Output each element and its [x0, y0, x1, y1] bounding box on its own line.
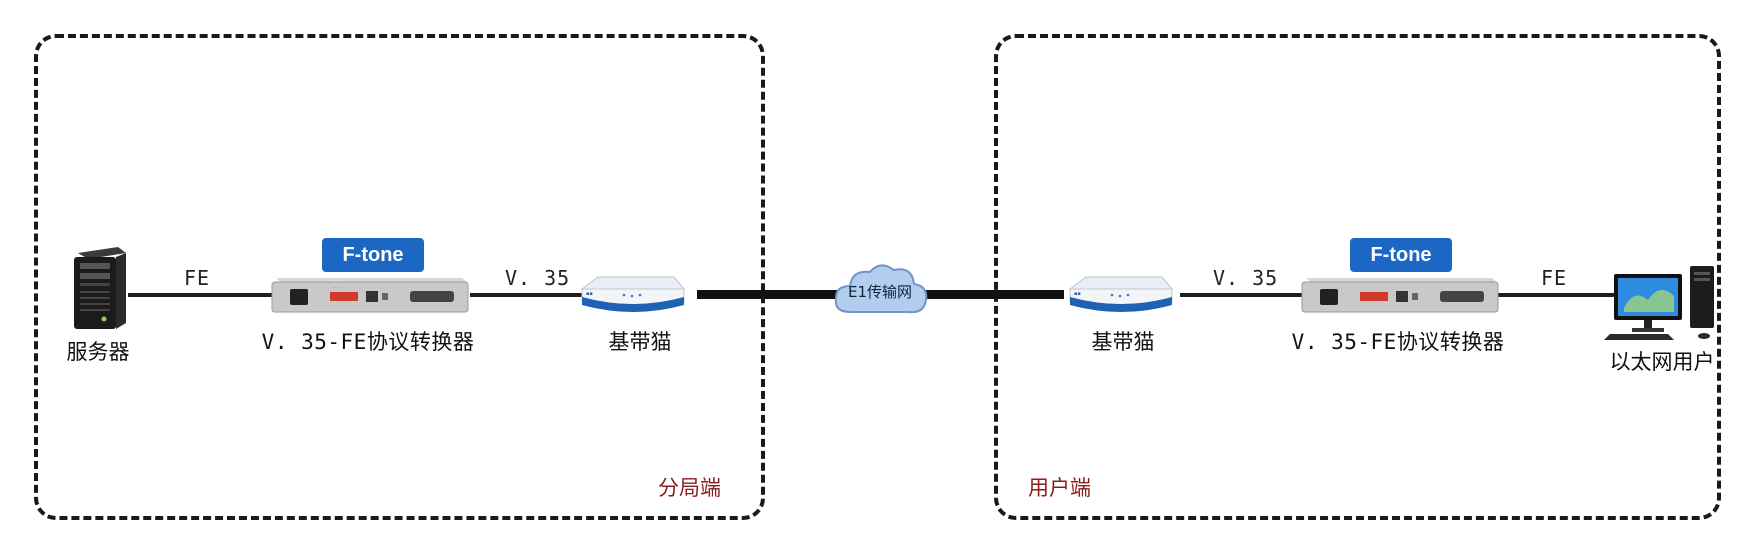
modem-right-label: 基带猫: [1091, 330, 1155, 354]
link-converter-modem: [470, 293, 582, 297]
branch-zone: 分局端: [34, 34, 765, 520]
e1-network-cloud: E1传输网: [828, 256, 932, 326]
link-cloud-modem: [924, 290, 1064, 299]
protocol-converter-right: [1301, 278, 1499, 313]
link-label-v35-left: V. 35: [505, 266, 571, 290]
svg-text:▪▪: ▪▪: [1074, 291, 1081, 297]
user-zone: 用户端: [994, 34, 1721, 520]
e1-network-label: E1传输网: [847, 282, 913, 301]
link-label-v35-right: V. 35: [1213, 266, 1279, 290]
converter-left-label: V. 35-FE协议转换器: [261, 330, 475, 354]
link-converter-pc: [1498, 293, 1616, 297]
svg-text:· · · ·: · · · ·: [332, 285, 341, 290]
baseband-modem-right: ▪▪: [1068, 276, 1174, 312]
server-tower-icon: [74, 247, 126, 329]
converter-right-label: V. 35-FE协议转换器: [1291, 330, 1505, 354]
branch-zone-label: 分局端: [658, 476, 721, 500]
user-pc-label: 以太网用户: [1609, 350, 1715, 374]
cloud-icon: [834, 264, 928, 314]
link-modem-converter: [1180, 293, 1302, 297]
user-zone-label: 用户端: [1028, 476, 1091, 500]
brand-badge-left: F-tone: [322, 238, 424, 272]
modem-left-label: 基带猫: [608, 330, 672, 354]
link-server-converter: [128, 293, 272, 297]
link-label-fe-right: FE: [1541, 266, 1568, 290]
protocol-converter-left: · · · ·: [271, 278, 469, 313]
link-modem-cloud: [697, 290, 837, 299]
link-label-fe-left: FE: [184, 266, 211, 290]
server-label: 服务器: [66, 340, 130, 364]
baseband-modem-left: ▪▪: [580, 276, 686, 312]
svg-text:▪▪: ▪▪: [586, 291, 593, 297]
brand-badge-right: F-tone: [1350, 238, 1452, 272]
desktop-computer-icon: [1604, 266, 1714, 340]
